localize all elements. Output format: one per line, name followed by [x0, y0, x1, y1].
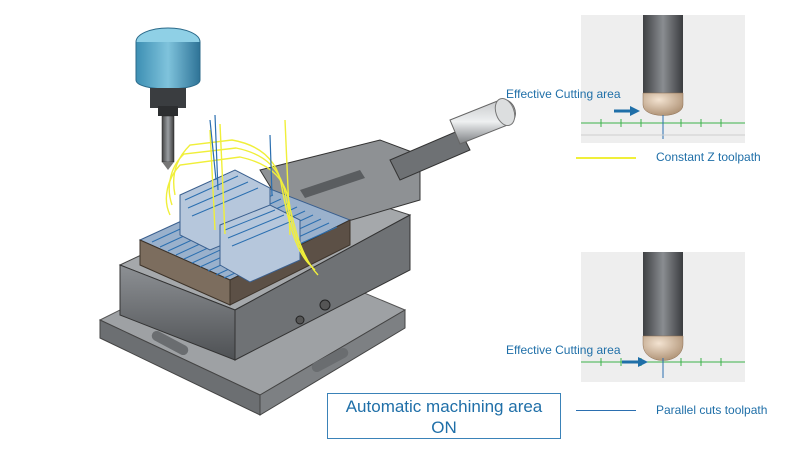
- status-line-2: ON: [431, 418, 457, 437]
- constant-z-legend-line: [576, 157, 636, 159]
- automatic-machining-status: Automatic machining area ON: [327, 393, 561, 439]
- workpiece: [138, 169, 352, 306]
- detail-panel-bottom: [581, 252, 745, 382]
- arrow-icon: [614, 106, 640, 116]
- vise-illustration: [98, 27, 516, 416]
- arrow-icon: [622, 357, 648, 367]
- effective-cutting-label-top: Effective Cutting area: [506, 87, 621, 101]
- effective-cutting-label-bottom: Effective Cutting area: [506, 343, 621, 357]
- detail-panel-top: [581, 15, 745, 143]
- tool-detail-bottom: [581, 252, 745, 382]
- spindle-tool: [135, 27, 201, 170]
- status-line-1: Automatic machining area: [345, 397, 543, 416]
- tool-detail-top: [581, 15, 745, 143]
- vise-handle: [389, 97, 516, 181]
- parallel-cuts-label: Parallel cuts toolpath: [656, 403, 768, 417]
- approach-paths: [209, 114, 273, 196]
- constant-z-label: Constant Z toolpath: [656, 150, 761, 164]
- parallel-cuts-legend-line: [576, 410, 636, 411]
